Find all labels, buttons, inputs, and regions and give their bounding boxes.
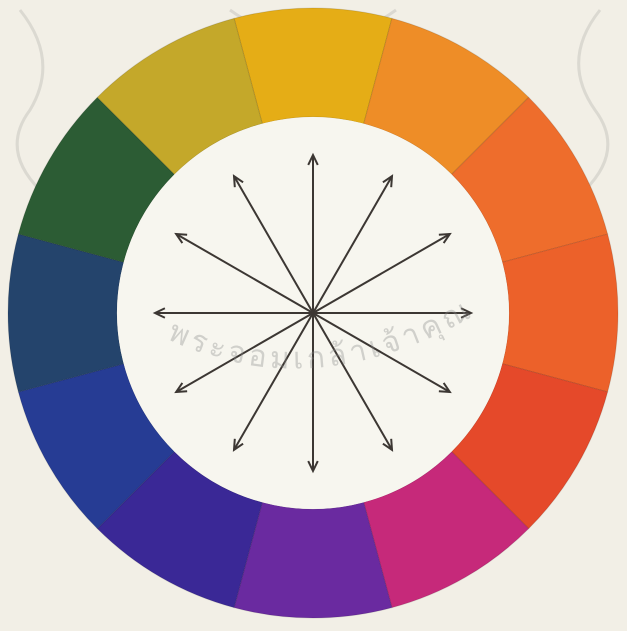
- color-wheel-photo: พระจอมเกล้าเจ้าคุณ: [0, 0, 627, 631]
- color-wheel-canvas: พระจอมเกล้าเจ้าคุณ: [0, 0, 627, 631]
